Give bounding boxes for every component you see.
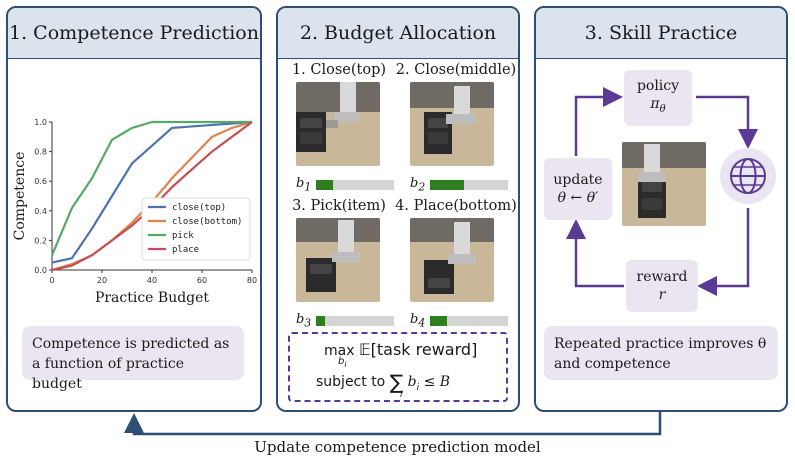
x-tick-label: 80 (247, 276, 257, 285)
competence-prediction-panel: 1. Competence Prediction 0 20 40 60 80 0.0 0.2… (6, 6, 262, 412)
y-tick-label: 1.0 (34, 118, 47, 127)
competence-chart: 0 20 40 60 80 0.0 0.2 0.4 0.6 0.8 1.0 close(top) clo… (12, 118, 257, 306)
budget-bar-1 (316, 180, 394, 190)
skill-practice-panel: 3. Skill Practice policy πθ update θ ← θ… (534, 6, 788, 412)
skill-caption-place-bottom: 4. Place(bottom) (395, 198, 517, 214)
x-tick-label: 20 (97, 276, 107, 285)
practice-note: Repeated practice improves θ and compete… (544, 326, 778, 380)
panel-title: 2. Budget Allocation (278, 8, 518, 59)
robot-image (296, 82, 380, 166)
competence-note: Competence is predicted as a function of… (22, 326, 244, 392)
robot-scene-close-middle (410, 82, 494, 166)
skill-caption-close-top: 1. Close(top) (291, 62, 387, 78)
globe-icon (720, 148, 776, 204)
formula-sum-subscript: i (400, 390, 403, 400)
y-tick-label: 0.6 (34, 177, 47, 186)
robot-image (410, 218, 494, 302)
y-tick-label: 0.2 (34, 236, 47, 245)
robot-practice-image (622, 142, 706, 226)
feedback-arrow (124, 412, 662, 436)
globe-icon-glyph (730, 158, 766, 194)
budget-bar-fill (430, 316, 448, 326)
formula-max-subscript: bi (338, 356, 347, 369)
robot-scene-practice (622, 142, 706, 226)
skill-caption-close-middle: 2. Close(middle) (395, 62, 517, 78)
legend-box (141, 197, 251, 261)
y-tick-label: 0.8 (34, 148, 47, 157)
x-tick-label: 60 (197, 276, 207, 285)
series-line-pick (50, 120, 252, 256)
y-tick-label: 0.0 (34, 266, 47, 275)
legend-label: place (172, 245, 199, 255)
robot-scene-pick-item (296, 218, 380, 302)
budget-bar-fill (430, 180, 465, 190)
skill-caption-pick-item: 3. Pick(item) (292, 198, 386, 214)
robot-scene-place-bottom (410, 218, 494, 302)
legend-label: close(bottom) (172, 217, 242, 227)
legend-label: pick (172, 231, 194, 241)
x-tick-label: 40 (147, 276, 157, 285)
budget-allocation-panel: 2. Budget Allocation 1. Close(top) b1 2.… (276, 6, 520, 412)
formula-constraint-line: subject to ∑ bi ≤ B (316, 370, 451, 394)
optimization-formula: max 𝔼[task reward] bi subject to ∑ bi ≤ … (288, 332, 508, 402)
feedback-label: Update competence prediction model (254, 438, 541, 456)
panel-title: 1. Competence Prediction (8, 8, 260, 59)
budget-label-2: b2 (410, 176, 426, 194)
budget-label-4: b4 (410, 312, 426, 330)
policy-symbol: πθ (650, 96, 666, 115)
robot-image (296, 218, 380, 302)
update-box: update θ ← θ′ (544, 158, 612, 220)
budget-bar-2 (430, 180, 508, 190)
budget-bar-fill (316, 316, 326, 326)
budget-label-3: b3 (296, 312, 312, 330)
budget-bar-fill (316, 180, 334, 190)
series-line-close(top) (51, 120, 253, 264)
y-axis-label: Competence (12, 152, 28, 241)
x-axis-label: Practice Budget (95, 290, 209, 306)
reward-box: reward r (626, 260, 698, 312)
policy-box: policy πθ (624, 70, 692, 126)
budget-bar-3 (316, 316, 394, 326)
formula-objective-line: max 𝔼[task reward] (324, 340, 478, 359)
y-tick-label: 0.4 (34, 207, 47, 216)
robot-scene-close-top (296, 82, 380, 166)
practice-loop-arrows (566, 87, 758, 296)
budget-bar-4 (430, 316, 508, 326)
budget-label-1: b1 (296, 176, 312, 194)
legend-label: close(top) (172, 203, 226, 213)
x-tick-label: 0 (49, 276, 54, 285)
panel-title: 3. Skill Practice (536, 8, 786, 59)
robot-image (410, 82, 494, 166)
